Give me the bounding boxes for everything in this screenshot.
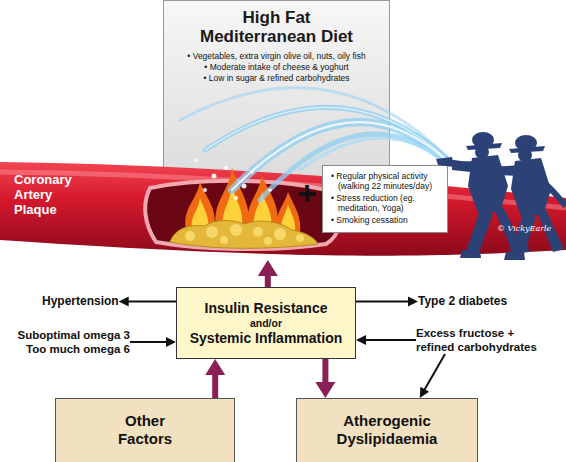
text-node: Type 2 diabetes [418, 294, 507, 308]
text-node: Excess fructose + refined carbohydrates [416, 326, 548, 354]
factor-box: Other Factors [55, 398, 235, 462]
connector-arrow [130, 337, 176, 347]
connector-line [364, 339, 416, 341]
fire [185, 168, 300, 232]
arrow-head [119, 296, 129, 306]
node-text: Excess fructose + refined carbohydrates [416, 326, 548, 354]
arrow-head [356, 335, 366, 345]
node-text: Insulin Resistance [205, 300, 328, 317]
connector-line [424, 354, 445, 391]
artery-tube [0, 162, 566, 256]
node-text: • Stress reduction (eg. meditation, Yoga… [331, 193, 443, 213]
arrow-head [166, 337, 176, 347]
connector-arrow [258, 260, 278, 287]
text-node: Suboptimal omega 3 Too much omega 6 [2, 328, 130, 356]
connector-line [265, 273, 271, 287]
node-text: Hypertension [42, 294, 119, 308]
arrow-head [420, 387, 429, 398]
node-text: • Smoking cessation [331, 215, 443, 225]
connector-line [212, 372, 218, 398]
connector-arrow [119, 296, 176, 306]
plaque [170, 221, 318, 249]
connector-arrow [420, 354, 445, 398]
node-text: Coronary Artery Plaque [14, 172, 88, 217]
node-text: Other Factors [105, 412, 185, 448]
arrow-head [408, 296, 418, 306]
lifestyle-box: • Regular physical activity (walking 22 … [322, 165, 448, 233]
connector-arrow [315, 359, 335, 398]
connector-arrow [205, 359, 225, 398]
connector-arrow [356, 335, 416, 345]
node-text: Systemic Inflammation [190, 330, 343, 347]
connector-line [356, 300, 410, 302]
plus-sign: + [297, 176, 317, 210]
arrow-head [258, 260, 278, 276]
artery-band: Coronary Artery Plaque [0, 158, 566, 260]
hose [446, 162, 566, 206]
connector-line [322, 359, 328, 385]
signature: © VickyEarle [497, 224, 551, 233]
node-text: • Moderate intake of cheese & yoghurt [164, 62, 389, 73]
text-node: Hypertension [42, 294, 119, 308]
node-text: Suboptimal omega 3 Too much omega 6 [2, 328, 130, 356]
water-droplets [194, 158, 272, 200]
connector-line [130, 341, 168, 343]
node-text: • Vegetables, extra virgin olive oil, nu… [164, 51, 389, 62]
connector-arrow [356, 296, 418, 306]
node-text: High Fat Mediterranean Diet [185, 8, 369, 46]
connector-line [127, 300, 176, 302]
arrow-head [315, 382, 335, 398]
node-text: Type 2 diabetes [418, 294, 507, 308]
factor-box: Atherogenic Dyslipidaemia [296, 398, 478, 462]
node-text: and/or [250, 317, 282, 330]
node-text: • Regular physical activity (walking 22 … [331, 171, 443, 191]
firefighters [436, 132, 566, 260]
nozzle [436, 157, 454, 167]
process-box: Insulin Resistanceand/orSystemic Inflamm… [176, 287, 356, 359]
node-text: • Low in sugar & refined carbohydrates [164, 73, 389, 84]
artery-shape [0, 158, 566, 260]
arrow-head [205, 359, 225, 375]
node-text: Atherogenic Dyslipidaemia [327, 412, 447, 448]
